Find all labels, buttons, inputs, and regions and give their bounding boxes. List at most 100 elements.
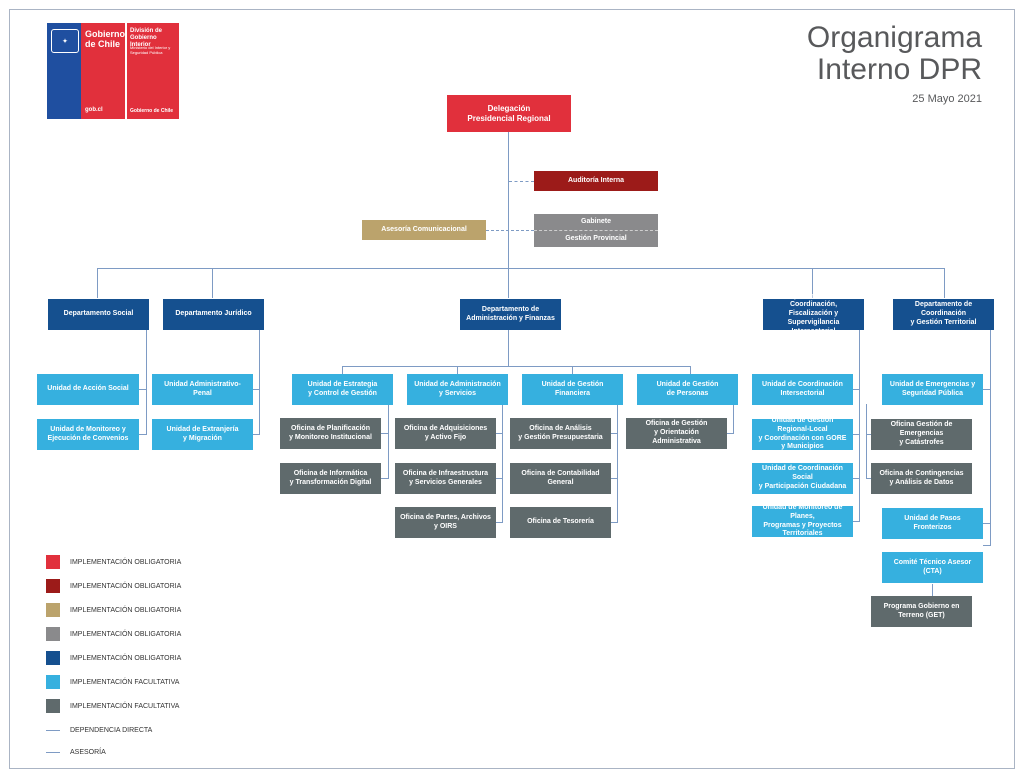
node-comite[interactable]: Comité Técnico Asesor (CTA)	[882, 552, 983, 583]
node-dep-social[interactable]: Departamento Social	[48, 299, 149, 330]
connector	[342, 366, 691, 367]
node-o-tesoreria[interactable]: Oficina de Tesorería	[510, 507, 611, 538]
connector	[457, 366, 458, 374]
legend-item: IMPLEMENTACIÓN OBLIGATORIA	[46, 555, 181, 569]
connector	[983, 523, 991, 524]
node-u-coord-inter[interactable]: Unidad de Coordinación Intersectorial	[752, 374, 853, 405]
node-programa[interactable]: Programa Gobierno en Terreno (GET)	[871, 596, 972, 627]
node-u-coord-social[interactable]: Unidad de Coordinación Social y Particip…	[752, 463, 853, 494]
connector	[212, 268, 213, 298]
node-o-analisis[interactable]: Oficina de Análisis y Gestión Presupuest…	[510, 418, 611, 449]
node-u-gestion-regional[interactable]: Unidad de Gestión Regional-Local y Coord…	[752, 417, 853, 450]
connector	[983, 545, 991, 546]
node-u-estrategia[interactable]: Unidad de Estrategia y Control de Gestió…	[292, 374, 393, 405]
legend-item: IMPLEMENTACIÓN OBLIGATORIA	[46, 651, 181, 665]
connector	[853, 521, 860, 522]
legend-swatch	[46, 651, 60, 665]
connector	[611, 522, 618, 523]
legend-line-icon	[46, 752, 60, 753]
connector	[496, 433, 503, 434]
connector	[381, 433, 389, 434]
gobierno-logo: ✦ Gobierno de Chile gob.cl División de G…	[47, 23, 179, 119]
connector	[381, 478, 389, 479]
legend-line-item: DEPENDENCIA DIRECTA	[46, 727, 152, 734]
node-o-adquisiciones[interactable]: Oficina de Adquisiciones y Activo Fijo	[395, 418, 496, 449]
legend-line-item: ASESORÍA	[46, 749, 106, 756]
connector	[496, 522, 503, 523]
connector	[146, 330, 147, 434]
connector	[508, 132, 509, 268]
connector	[252, 389, 260, 390]
node-u-extranjeria[interactable]: Unidad de Extranjería y Migración	[152, 419, 253, 450]
node-dep-juridico[interactable]: Departamento Jurídico	[163, 299, 264, 330]
node-asesoria[interactable]: Asesoría Comunicacional	[362, 220, 486, 240]
node-u-gestion-personas[interactable]: Unidad de Gestión de Personas	[637, 374, 738, 405]
connector	[572, 366, 573, 374]
node-o-informatica[interactable]: Oficina de Informática y Transformación …	[280, 463, 381, 494]
connector	[502, 404, 503, 523]
title-line-1: Organigrama	[806, 21, 982, 54]
legend-line-icon	[46, 730, 60, 731]
advisory-connector	[509, 181, 534, 182]
node-gabinete: Gabinete	[581, 217, 611, 225]
node-auditoria[interactable]: Auditoría Interna	[534, 171, 658, 191]
node-u-monitoreo-planes[interactable]: Unidad de Monitoreo de Planes, Programas…	[752, 504, 853, 537]
node-dep-coord-terr[interactable]: Departamento de Coordinación y Gestión T…	[893, 299, 994, 330]
node-gestion-provincial: Gestión Provincial	[565, 234, 627, 242]
connector	[859, 330, 860, 522]
node-u-monitoreo-conv[interactable]: Unidad de Monitoreo y Ejecución de Conve…	[37, 419, 139, 450]
node-u-admin-serv[interactable]: Unidad de Administración y Servicios	[407, 374, 508, 405]
legend-line-label: ASESORÍA	[70, 749, 106, 756]
legend-item: IMPLEMENTACIÓN OBLIGATORIA	[46, 627, 181, 641]
logo-red-band: Gobierno de Chile gob.cl	[81, 23, 125, 119]
advisory-connector	[486, 230, 534, 231]
connector	[853, 434, 860, 435]
legend-label: IMPLEMENTACIÓN FACULTATIVA	[70, 702, 180, 710]
connector	[733, 404, 734, 434]
connector	[611, 478, 618, 479]
node-o-gestion-orient[interactable]: Oficina de Gestión y Orientación Adminis…	[626, 418, 727, 449]
node-o-planificacion[interactable]: Oficina de Planificación y Monitoreo Ins…	[280, 418, 381, 449]
connector	[812, 268, 813, 298]
node-u-admin-penal[interactable]: Unidad Administrativo- Penal	[152, 374, 253, 405]
node-o-gestion-emerg[interactable]: Oficina Gestión de Emergencias y Catástr…	[871, 419, 972, 450]
node-dep-admin[interactable]: Departamento de Administración y Finanza…	[460, 299, 561, 330]
node-gabinete-group[interactable]: Gabinete Gestión Provincial	[534, 214, 658, 247]
connector	[866, 478, 871, 479]
legend-swatch	[46, 603, 60, 617]
connector	[990, 330, 991, 545]
node-o-infraestructura[interactable]: Oficina de Infraestructura y Servicios G…	[395, 463, 496, 494]
coat-of-arms-icon: ✦	[51, 29, 79, 53]
node-dep-coord-fisc[interactable]: Departamento de Coordinación, Fiscalizac…	[763, 293, 864, 335]
node-u-accion-social[interactable]: Unidad de Acción Social	[37, 374, 139, 405]
connector	[690, 366, 691, 374]
node-delegacion[interactable]: Delegación Presidencial Regional	[447, 95, 571, 132]
logo-blue-band: ✦	[47, 23, 81, 119]
node-o-partes[interactable]: Oficina de Partes, Archivos y OIRS	[395, 507, 496, 538]
legend-item: IMPLEMENTACIÓN FACULTATIVA	[46, 675, 179, 689]
connector	[866, 404, 867, 479]
legend-item: IMPLEMENTACIÓN FACULTATIVA	[46, 699, 179, 713]
divider	[534, 230, 658, 231]
node-u-gestion-fin[interactable]: Unidad de Gestión Financiera	[522, 374, 623, 405]
legend-item: IMPLEMENTACIÓN OBLIGATORIA	[46, 603, 181, 617]
legend-line-label: DEPENDENCIA DIRECTA	[70, 727, 153, 734]
node-u-emergencias[interactable]: Unidad de Emergencias y Seguridad Públic…	[882, 374, 983, 405]
node-o-contingencias[interactable]: Oficina de Contingencias y Análisis de D…	[871, 463, 972, 494]
connector	[342, 366, 343, 374]
legend-label: IMPLEMENTACIÓN OBLIGATORIA	[70, 582, 182, 590]
legend-label: IMPLEMENTACIÓN OBLIGATORIA	[70, 654, 182, 662]
legend-label: IMPLEMENTACIÓN OBLIGATORIA	[70, 606, 182, 614]
legend-swatch	[46, 555, 60, 569]
connector	[866, 434, 871, 435]
page-frame	[9, 9, 1015, 769]
node-u-pasos[interactable]: Unidad de Pasos Fronterizos	[882, 508, 983, 539]
legend-label: IMPLEMENTACIÓN FACULTATIVA	[70, 678, 180, 686]
logo-org: Gobierno de Chile	[85, 29, 125, 49]
connector	[388, 404, 389, 479]
connector	[944, 268, 945, 298]
connector	[139, 389, 147, 390]
page-date: 25 Mayo 2021	[912, 93, 982, 105]
connector	[726, 433, 734, 434]
node-o-contabilidad[interactable]: Oficina de Contabilidad General	[510, 463, 611, 494]
